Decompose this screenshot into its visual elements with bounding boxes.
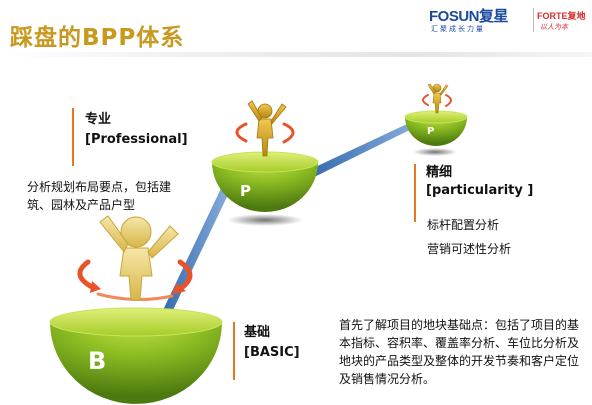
particularity-person-figure [427, 83, 449, 114]
particularity-item: 营销可述性分析 [427, 242, 512, 256]
basic-accent-bar [233, 322, 235, 380]
professional-accent-bar [72, 108, 74, 166]
hemisphere-shadow [413, 148, 457, 156]
hemisphere-shadow [227, 214, 303, 226]
particularity-hemisphere [404, 110, 468, 146]
forte-logo-tagline: 以人为本 [540, 23, 568, 31]
rotation-arrows-icon [422, 94, 452, 107]
professional-letter: P [240, 182, 251, 200]
forte-logo: FORTE复地 [537, 11, 586, 21]
professional-en-title: [Professional] [85, 132, 188, 147]
basic-description: 首先了解项目的地块基础点：包括了项目的基本指标、容积率、覆盖率分析、车位比分析及… [339, 318, 580, 386]
basic-title: 基础 [244, 325, 271, 340]
page-title: 踩盘的BPP体系 [10, 25, 185, 51]
professional-person-figure [247, 100, 287, 157]
professional-title: 专业 [85, 112, 112, 127]
arrow-head-icon [172, 283, 186, 295]
particularity-title: 精细 [426, 165, 453, 180]
basic-person-figure [99, 215, 179, 301]
basic-hemisphere [49, 307, 223, 404]
particularity-item: 标杆配置分析 [427, 218, 500, 232]
logo-separator [533, 8, 534, 32]
particularity-accent-bar [414, 164, 416, 222]
professional-description: 分析规划布局要点，包括建筑、园林及产品户型 [27, 180, 172, 212]
title-underline [0, 52, 592, 57]
professional-hemisphere [211, 151, 319, 212]
connector-professional-particularity [296, 116, 426, 185]
arrow-head-icon [90, 281, 101, 293]
particularity-en-title: [particularity ] [426, 183, 534, 198]
fosun-logo-tagline: 汇聚成长力量 [431, 25, 485, 33]
basic-letter: B [88, 347, 106, 375]
fosun-logo: FOSUN复星 [429, 8, 509, 25]
basic-en-title: [BASIC] [244, 345, 300, 360]
rotation-arrows-icon [235, 122, 295, 144]
particularity-letter: P [427, 126, 434, 137]
